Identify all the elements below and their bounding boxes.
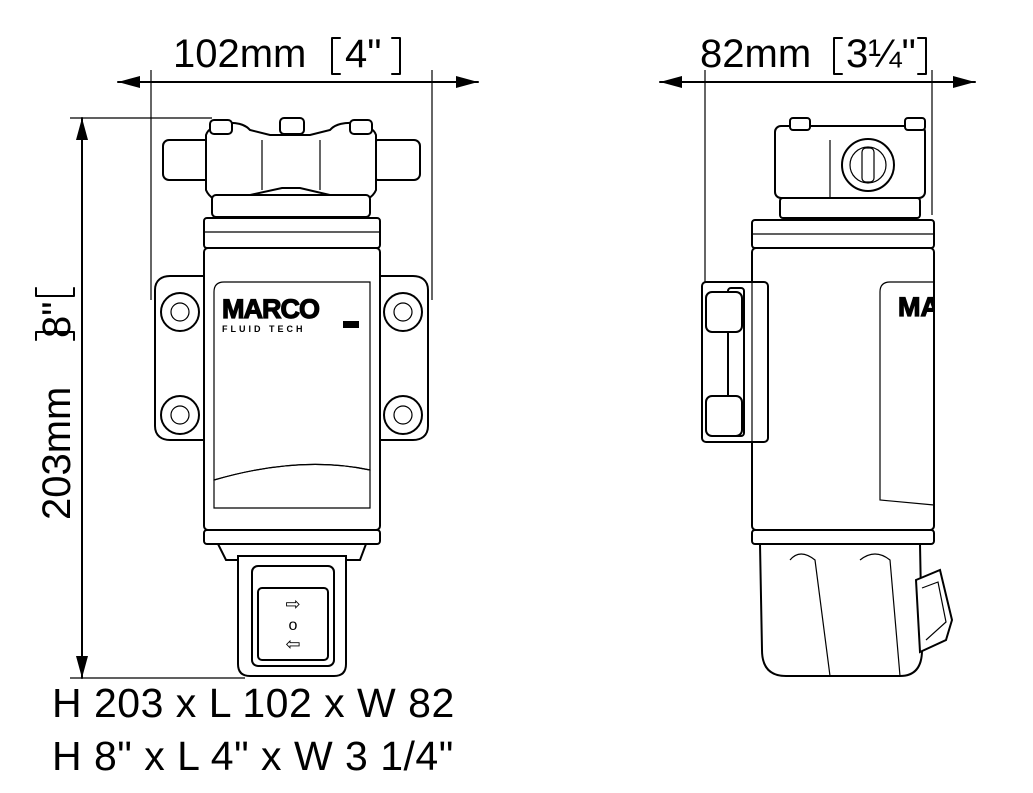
height-in-label: 8" bbox=[35, 302, 79, 338]
switch-forward-icon: ⇨ bbox=[285, 594, 300, 614]
length-dimension: 102mm 4" bbox=[117, 32, 479, 300]
length-in-label: 4" bbox=[345, 32, 381, 76]
width-dimension: 82mm 3¼" bbox=[659, 32, 976, 285]
width-mm-label: 82mm bbox=[700, 32, 811, 76]
front-logo-sub: FLUID TECH bbox=[222, 324, 306, 334]
front-view-pump: MARCO FLUID TECH ⇨ o ⇦ bbox=[154, 117, 429, 677]
switch-symbols: ⇨ o ⇦ bbox=[285, 594, 300, 654]
metric-dimensions-summary: H 203 x L 102 x W 82 bbox=[52, 680, 455, 726]
switch-off-icon: o bbox=[289, 617, 298, 634]
switch-reverse-icon: ⇦ bbox=[285, 634, 300, 654]
height-dimension: 203mm 8" bbox=[35, 117, 245, 679]
front-logo-brand: MARCO bbox=[222, 294, 319, 324]
side-view-pump: MARCO bbox=[701, 117, 1000, 677]
width-in-label: 3¼" bbox=[846, 32, 916, 76]
imperial-dimensions-summary: H 8" x L 4" x W 3 1/4" bbox=[52, 733, 454, 779]
side-logo-brand: MARCO bbox=[898, 292, 1000, 322]
height-mm-label: 203mm bbox=[35, 387, 79, 520]
length-mm-label: 102mm bbox=[173, 32, 306, 76]
